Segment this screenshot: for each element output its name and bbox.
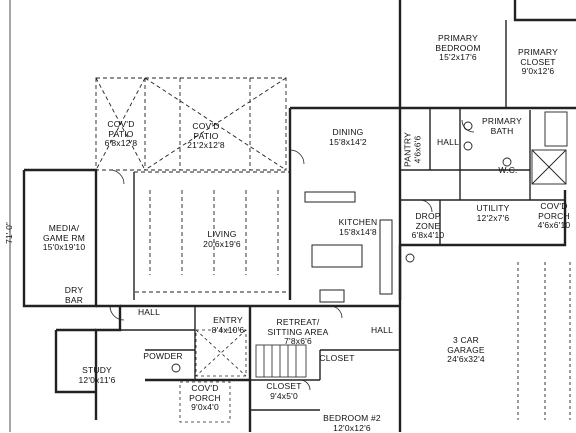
covered-patio-outline — [95, 77, 287, 171]
kitchen-island — [304, 191, 393, 303]
room-retreat: RETREAT/ SITTING AREA 7'8x6'6 — [267, 317, 329, 346]
room-closet-2: CLOSET 9'4x5'0 — [266, 381, 302, 401]
room-primary-bedroom: PRIMARY BEDROOM 15'2x17'6 — [435, 33, 481, 62]
interior-walls — [23, 0, 565, 411]
room-dry-bar: DRY BAR — [64, 285, 84, 305]
room-hall-1: HALL — [436, 137, 460, 147]
room-drop-zone: DROP ZONE 6'8x4'10 — [411, 211, 445, 240]
bath-fixtures — [171, 111, 568, 373]
room-primary-bath: PRIMARY BATH — [482, 116, 522, 136]
front-porch-outline — [179, 381, 231, 423]
room-study: STUDY 12'0x11'6 — [78, 365, 116, 385]
room-utility: UTILITY 12'2x7'6 — [476, 203, 510, 223]
entry-ceiling — [195, 329, 247, 377]
room-covd-porch-front: COV'D PORCH 9'0x4'0 — [189, 383, 221, 412]
room-pantry: PANTRY 4'6x6'6 — [402, 132, 423, 167]
room-entry: ENTRY 8'4x10'6 — [211, 315, 245, 335]
room-hall-2: HALL — [137, 307, 161, 317]
room-garage: 3 CAR GARAGE 24'6x32'4 — [447, 335, 485, 364]
room-kitchen: KITCHEN 15'8x14'8 — [338, 217, 378, 237]
room-covd-patio-1: COV'D PATIO 6'8x12'8 — [104, 119, 138, 148]
room-hall-3: HALL — [370, 325, 394, 335]
room-wc: W.C. — [498, 165, 518, 175]
room-dining: DINING 15'8x14'2 — [329, 127, 367, 147]
door-swings — [109, 119, 475, 391]
room-covd-patio-2: COV'D PATIO 21'2x12'8 — [187, 121, 225, 150]
room-primary-closet: PRIMARY CLOSET 9'0x12'6 — [518, 47, 558, 76]
overall-dimension-label: 71'-0" — [3, 222, 14, 244]
room-closet-1: CLOSET — [319, 353, 355, 363]
stairs — [255, 344, 307, 378]
room-covd-porch-side: COV'D PORCH 4'6x6'10 — [537, 201, 571, 230]
room-media-game: MEDIA/ GAME RM 15'0x19'10 — [42, 223, 86, 252]
garage-door-lines — [517, 262, 571, 420]
room-powder: POWDER — [143, 351, 183, 361]
room-bedroom-2: BEDROOM #2 12'0x12'6 — [323, 413, 381, 433]
room-living: LIVING 20'6x19'6 — [203, 229, 241, 249]
